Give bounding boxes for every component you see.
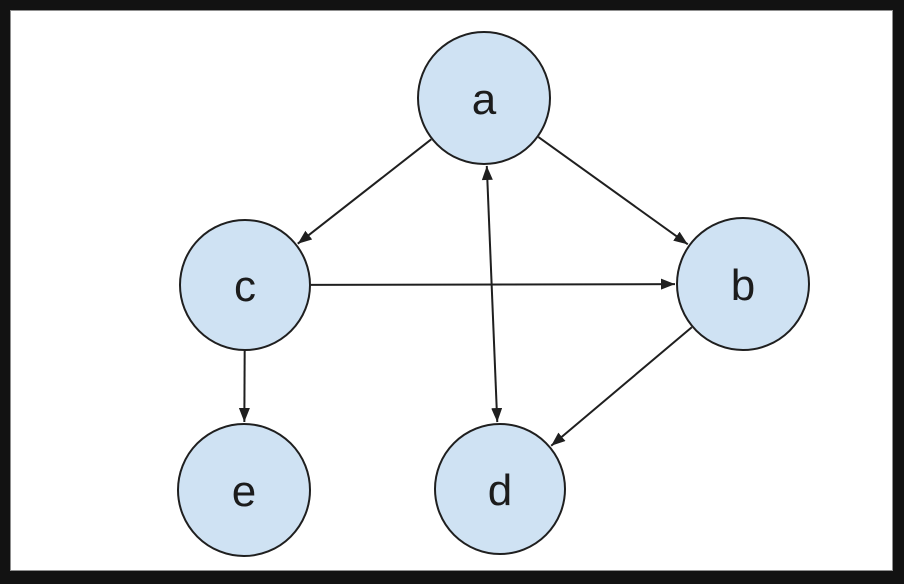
node-label-a: a — [472, 75, 497, 124]
node-c: c — [179, 219, 311, 351]
node-circle-e — [177, 423, 311, 557]
node-circle-d — [434, 423, 566, 555]
node-circle-a — [417, 31, 551, 165]
node-d: d — [434, 423, 566, 555]
node-circle-b — [676, 217, 810, 351]
node-e: e — [177, 423, 311, 557]
edge-a-d-bidirectional — [481, 165, 503, 423]
edge-a-b — [537, 136, 689, 246]
edge-a-c — [297, 138, 432, 245]
node-b: b — [676, 217, 810, 351]
node-circle-c — [179, 219, 311, 351]
edge-c-b — [310, 278, 676, 290]
node-label-d: d — [488, 466, 512, 515]
node-label-c: c — [234, 262, 256, 311]
edge-b-d — [550, 326, 693, 447]
node-label-b: b — [731, 261, 755, 310]
node-label-e: e — [232, 467, 256, 516]
node-a: a — [417, 31, 551, 165]
